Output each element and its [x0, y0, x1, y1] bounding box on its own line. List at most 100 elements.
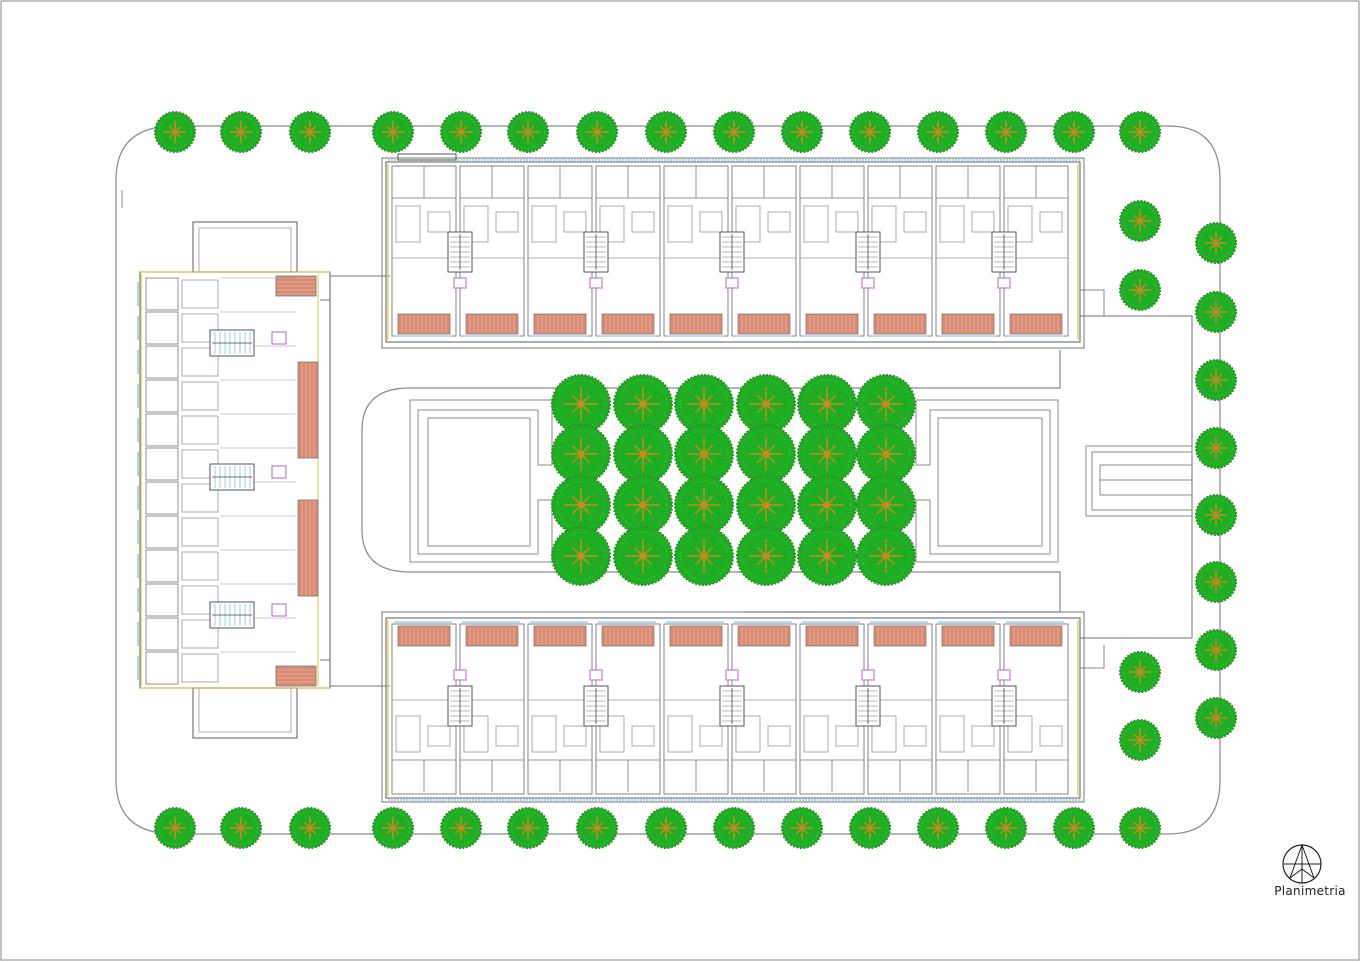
terrace — [737, 313, 791, 335]
stair-symbol-icon — [719, 231, 745, 289]
room — [145, 651, 179, 685]
tree-symbol-icon — [856, 424, 916, 484]
terrace — [805, 625, 859, 647]
room — [181, 551, 219, 581]
tree-symbol-icon — [613, 526, 673, 586]
tree-symbol-icon — [551, 526, 611, 586]
parking-ramp — [1085, 445, 1193, 517]
tree-symbol-icon — [1195, 291, 1237, 333]
tree-symbol-icon — [289, 111, 331, 153]
tree-symbol-icon — [713, 807, 755, 849]
terrace — [533, 313, 587, 335]
stair-symbol-icon — [719, 669, 745, 727]
tree-symbol-icon — [849, 111, 891, 153]
apartment-unit — [1003, 621, 1069, 795]
tree-symbol-icon — [1119, 111, 1161, 153]
apartment-unit — [935, 165, 1001, 337]
terrace — [941, 313, 995, 335]
stair-symbol-icon — [447, 231, 473, 289]
room — [181, 415, 219, 445]
room — [181, 279, 219, 309]
tree-symbol-icon — [736, 526, 796, 586]
tree-symbol-icon — [781, 807, 823, 849]
terrace — [805, 313, 859, 335]
apartment-unit — [935, 621, 1001, 795]
terrace — [465, 313, 519, 335]
room — [181, 585, 219, 615]
terrace — [397, 625, 451, 647]
tree-symbol-icon — [856, 475, 916, 535]
stair-symbol-icon — [583, 669, 609, 727]
stair-symbol-icon — [583, 231, 609, 289]
apartment-unit — [731, 621, 797, 795]
stair-symbol-icon — [991, 669, 1017, 727]
north-arrow-icon — [1282, 843, 1322, 884]
tree-symbol-icon — [736, 374, 796, 434]
tree-symbol-icon — [797, 475, 857, 535]
apartment-unit — [663, 621, 729, 795]
tree-symbol-icon — [154, 807, 196, 849]
tree-symbol-icon — [507, 111, 549, 153]
south-building-units — [391, 621, 1069, 795]
tree-symbol-icon — [849, 807, 891, 849]
tree-symbol-icon — [856, 526, 916, 586]
apartment-unit — [527, 621, 593, 795]
terrace — [465, 625, 519, 647]
tree-symbol-icon — [736, 475, 796, 535]
tree-symbol-icon — [551, 374, 611, 434]
apartment-unit — [663, 165, 729, 337]
pool-left — [409, 399, 553, 563]
terrace — [941, 625, 995, 647]
room — [181, 517, 219, 547]
tree-symbol-icon — [917, 807, 959, 849]
tree-symbol-icon — [613, 424, 673, 484]
terrace — [873, 625, 927, 647]
room — [145, 549, 179, 583]
room — [145, 277, 179, 311]
tree-symbol-icon — [1119, 807, 1161, 849]
tree-symbol-icon — [1195, 427, 1237, 469]
tree-symbol-icon — [1195, 629, 1237, 671]
apartment-unit — [867, 621, 933, 795]
stair-symbol-icon — [209, 329, 287, 357]
plan-caption: Planimetria — [1274, 884, 1346, 898]
tree-symbol-icon — [613, 475, 673, 535]
tree-symbol-icon — [576, 807, 618, 849]
terrace — [669, 313, 723, 335]
tree-symbol-icon — [289, 807, 331, 849]
terrace — [397, 313, 451, 335]
tree-symbol-icon — [440, 807, 482, 849]
building-south — [381, 611, 1085, 803]
tree-symbol-icon — [1119, 651, 1161, 693]
room — [181, 483, 219, 513]
stair-symbol-icon — [991, 231, 1017, 289]
stair-symbol-icon — [447, 669, 473, 727]
terrace — [873, 313, 927, 335]
apartment-unit — [799, 165, 865, 337]
apartment-unit — [391, 621, 457, 795]
room — [145, 515, 179, 549]
tree-symbol-icon — [372, 111, 414, 153]
tree-symbol-icon — [551, 475, 611, 535]
tree-symbol-icon — [1053, 111, 1095, 153]
terrace — [601, 625, 655, 647]
terrace — [533, 625, 587, 647]
apartment-unit — [459, 621, 525, 795]
terrace — [1009, 313, 1063, 335]
pool-right — [915, 399, 1059, 563]
room — [145, 311, 179, 345]
stair-symbol-icon — [855, 669, 881, 727]
room — [145, 413, 179, 447]
tree-symbol-icon — [917, 111, 959, 153]
tree-symbol-icon — [154, 111, 196, 153]
tree-symbol-icon — [645, 807, 687, 849]
tree-symbol-icon — [856, 374, 916, 434]
tree-symbol-icon — [1195, 359, 1237, 401]
tree-symbol-icon — [797, 526, 857, 586]
room — [181, 313, 219, 343]
apartment-unit — [527, 165, 593, 337]
stair-symbol-icon — [209, 601, 287, 629]
tree-symbol-icon — [1053, 807, 1095, 849]
tree-symbol-icon — [674, 424, 734, 484]
